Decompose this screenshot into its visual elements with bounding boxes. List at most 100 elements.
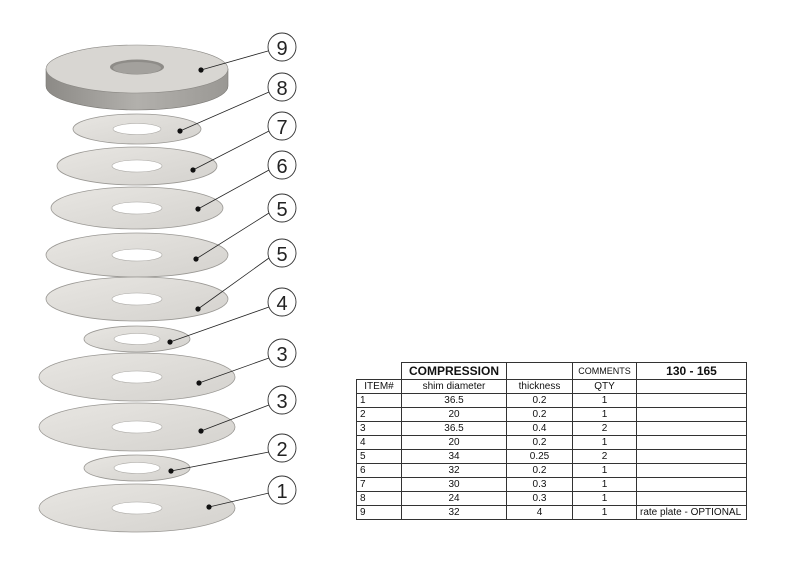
diameter-cell: 32 (401, 505, 507, 520)
callout-3-upper: 3 (196, 338, 297, 386)
callout-label: 6 (276, 156, 287, 178)
callout-label: 8 (276, 78, 287, 100)
comment-cell (636, 463, 747, 478)
shim-stack-table: COMPRESSION COMMENTS 130 - 165 ITEM# shi… (356, 362, 747, 520)
column-header: ITEM# (356, 379, 402, 394)
callout-label: 3 (276, 344, 287, 366)
shim-5-upper (45, 232, 229, 278)
callout-5-lower: 5 (195, 238, 297, 312)
callout-9: 9 (198, 32, 297, 73)
item-cell: 8 (356, 491, 402, 506)
thickness-cell: 0.2 (506, 393, 573, 408)
shim-9-rate-plate (45, 44, 229, 111)
range-header: 130 - 165 (636, 362, 747, 380)
thickness-cell: 4 (506, 505, 573, 520)
item-cell: 1 (356, 393, 402, 408)
item-cell: 4 (356, 435, 402, 450)
qty-cell: 1 (572, 463, 637, 478)
callout-1: 1 (206, 475, 297, 510)
diameter-cell: 24 (401, 491, 507, 506)
item-cell: 7 (356, 477, 402, 492)
blank-cell (506, 362, 573, 380)
callout-label: 5 (276, 199, 287, 221)
callout-3-lower: 3 (198, 385, 297, 434)
shim-7 (56, 146, 218, 186)
callout-label: 5 (276, 244, 287, 266)
shim-3-upper (38, 352, 236, 402)
qty-cell: 1 (572, 435, 637, 450)
item-cell: 9 (356, 505, 402, 520)
comments-header: COMMENTS (572, 362, 637, 380)
item-cell: 3 (356, 421, 402, 436)
blank-cell (356, 362, 402, 380)
table-title-row: COMPRESSION COMMENTS 130 - 165 (356, 362, 747, 380)
column-header (636, 379, 747, 394)
diameter-cell: 34 (401, 449, 507, 464)
callout-6: 6 (195, 150, 297, 212)
qty-cell: 1 (572, 477, 637, 492)
diameter-cell: 32 (401, 463, 507, 478)
callout-label: 1 (276, 481, 287, 503)
callout-4: 4 (167, 287, 297, 345)
callout-group: 9 8 7 6 5 5 (167, 32, 297, 510)
callout-label: 7 (276, 117, 287, 139)
callout-8: 8 (177, 72, 297, 134)
shim-8 (72, 113, 202, 145)
qty-cell: 1 (572, 505, 637, 520)
column-header: thickness (506, 379, 573, 394)
comment-cell (636, 491, 747, 506)
thickness-cell: 0.2 (506, 463, 573, 478)
item-cell: 6 (356, 463, 402, 478)
diameter-cell: 20 (401, 435, 507, 450)
column-header-row: ITEM# shim diameter thickness QTY (356, 379, 747, 394)
table-title: COMPRESSION (401, 362, 507, 380)
comment-cell (636, 435, 747, 450)
diameter-cell: 36.5 (401, 393, 507, 408)
item-cell: 2 (356, 407, 402, 422)
callout-5-upper: 5 (193, 193, 297, 262)
column-header: shim diameter (401, 379, 507, 394)
callout-7: 7 (190, 111, 297, 173)
thickness-cell: 0.3 (506, 491, 573, 506)
callout-label: 9 (276, 38, 287, 60)
shim-2 (83, 454, 191, 482)
shim-3-lower (38, 402, 236, 452)
shim-5-lower (45, 276, 229, 322)
qty-cell: 2 (572, 449, 637, 464)
comment-cell (636, 449, 747, 464)
shim-4 (83, 325, 191, 353)
thickness-cell: 0.2 (506, 407, 573, 422)
comment-cell: rate plate - OPTIONAL (636, 505, 747, 520)
diameter-cell: 36.5 (401, 421, 507, 436)
column-header: QTY (572, 379, 637, 394)
shim-6 (50, 186, 224, 230)
item-cell: 5 (356, 449, 402, 464)
thickness-cell: 0.2 (506, 435, 573, 450)
shim-1 (38, 483, 236, 533)
comment-cell (636, 477, 747, 492)
callout-label: 4 (276, 293, 287, 315)
callout-2: 2 (168, 433, 297, 474)
comment-cell (636, 407, 747, 422)
qty-cell: 2 (572, 421, 637, 436)
comment-cell (636, 421, 747, 436)
thickness-cell: 0.3 (506, 477, 573, 492)
callout-label: 3 (276, 391, 287, 413)
qty-cell: 1 (572, 393, 637, 408)
comment-cell (636, 393, 747, 408)
thickness-cell: 0.25 (506, 449, 573, 464)
callout-label: 2 (276, 439, 287, 461)
thickness-cell: 0.4 (506, 421, 573, 436)
diameter-cell: 20 (401, 407, 507, 422)
diameter-cell: 30 (401, 477, 507, 492)
